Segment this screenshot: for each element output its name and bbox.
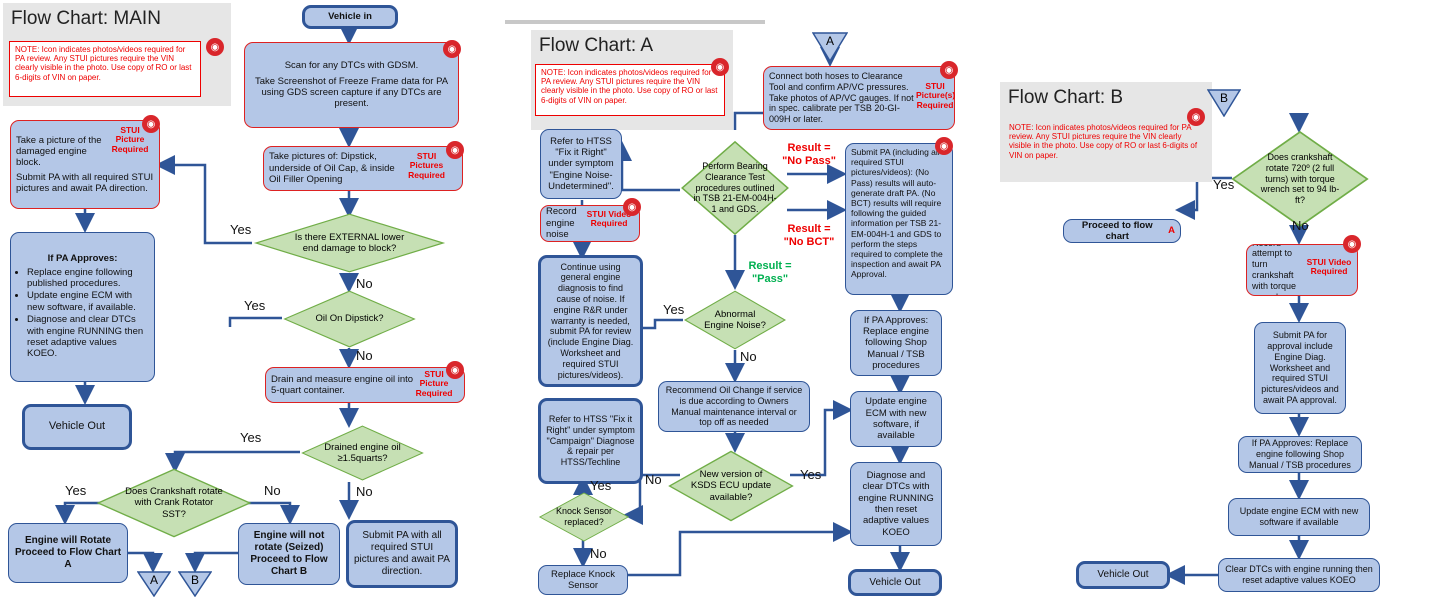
picture-block-text: Take a picture of the damaged engine blo… (16, 134, 102, 169)
replace-knock-box: Replace Knock Sensor (538, 565, 628, 595)
result-pass: Result = "Pass" (748, 260, 792, 285)
oil-change-box: Recommend Oil Change if service is due a… (658, 381, 810, 432)
decision-abnormal-noise: Abnormal Engine Noise? (683, 290, 787, 350)
proceed-a-box: Proceed to flow chart A (1063, 219, 1181, 243)
scan-box: Scan for any DTCs with GDSM. Take Screen… (244, 42, 459, 128)
stui-label: STUI Picture(s) Required (916, 81, 956, 110)
yes-label: Yes (240, 430, 262, 445)
no-label: No (356, 484, 373, 499)
yes-label: Yes (1213, 177, 1235, 192)
note-box: NOTE: Icon indicates photos/videos requi… (535, 64, 725, 116)
no-label: No (645, 472, 662, 487)
connector-a: A (136, 571, 172, 597)
submit-final-box: Submit PA with all required STUI picture… (346, 520, 458, 588)
connector-b-in: B (1206, 89, 1242, 118)
diagnose-box: Diagnose and clear DTCs with engine RUNN… (850, 462, 942, 546)
camera-icon: ◉ (711, 58, 729, 76)
decision-crank-720: Does crankshaft rotate 720º (2 full turn… (1230, 130, 1370, 228)
title-panel-b: Flow Chart: B (1000, 82, 1212, 182)
decision-oil-dipstick: Oil On Dipstick? (282, 290, 417, 348)
proceed-text: Proceed to flow chart (1081, 219, 1153, 242)
result-no-pass: Result = "No Pass" (782, 142, 836, 167)
page-title: Flow Chart: A (539, 35, 654, 56)
stui-label: STUI Pictures Required (408, 151, 445, 180)
camera-icon: ◉ (142, 115, 160, 133)
decision-external-damage: Is there EXTERNAL lower end damage to bl… (252, 213, 447, 273)
scan-text: Scan for any DTCs with GDSM. (284, 60, 419, 72)
approves-item: Update engine ECM with new software, if … (27, 290, 149, 313)
no-label: No (264, 483, 281, 498)
approves-replace-box: If PA Approves: Replace engine following… (850, 310, 942, 376)
yes-label: Yes (65, 483, 87, 498)
clear-dtcs-box: Clear DTCs with engine running then rese… (1218, 558, 1380, 592)
approves-item: Replace engine following published proce… (27, 267, 149, 290)
camera-icon: ◉ (935, 137, 953, 155)
camera-icon: ◉ (1343, 235, 1361, 253)
decision-knock-sensor: Knock Sensor replaced? (538, 492, 630, 542)
page-title: Flow Chart: MAIN (11, 8, 161, 29)
connector-b: B (177, 571, 213, 597)
no-label: No (590, 546, 607, 561)
no-label: No (1292, 218, 1309, 233)
decision-bearing-clearance: Perform Bearing Clearance Test procedure… (680, 140, 790, 236)
note-text: NOTE: Icon indicates photos/videos requi… (1009, 123, 1198, 160)
stui-label: STUI Video Required (1306, 257, 1352, 277)
result-no-bct: Result = "No BCT" (783, 223, 835, 248)
continue-diagnosis-box: Continue using general engine diagnosis … (538, 255, 643, 387)
camera-icon: ◉ (940, 61, 958, 79)
proceed-a-letter: A (1168, 225, 1175, 237)
approves-box-b: If PA Approves: Replace engine following… (1238, 436, 1362, 473)
camera-icon: ◉ (623, 198, 641, 216)
seized-box: Engine will not rotate (Seized) Proceed … (238, 523, 340, 585)
no-label: No (356, 276, 373, 291)
stui-label: STUI Picture Required (415, 369, 453, 398)
camera-icon: ◉ (206, 38, 224, 56)
connector-a-in: A (811, 32, 849, 63)
camera-icon: ◉ (443, 40, 461, 58)
vehicle-in-box: Vehicle in (302, 5, 398, 29)
screenshot-text: Take Screenshot of Freeze Frame data for… (254, 75, 449, 110)
update-ecm-box: Update engine ECM with new software, if … (850, 391, 942, 447)
yes-label: Yes (230, 222, 252, 237)
rotate-box: Engine will Rotate Proceed to Flow Chart… (8, 523, 128, 583)
approves-item: Diagnose and clear DTCs with engine RUNN… (27, 314, 149, 360)
camera-icon: ◉ (1187, 108, 1205, 126)
submit-stui-text: Submit PA with all required STUI picture… (16, 171, 154, 195)
pa-approves-box: If PA Approves: Replace engine following… (10, 232, 155, 382)
note-box: NOTE: Icon indicates photos/videos requi… (9, 41, 201, 97)
yes-label: Yes (244, 298, 266, 313)
yes-label: Yes (663, 302, 685, 317)
decision-crank-rotate: Does Crankshaft rotate with Crank Rotato… (95, 468, 253, 538)
decision-drained-oil: Drained engine oil ≥1.5quarts? (300, 425, 425, 481)
htss-noise-box: Refer to HTSS "Fix it Right" under sympt… (540, 129, 622, 199)
approves-title: If PA Approves: (47, 253, 118, 265)
submit-pa-box: Submit PA (including all required STUI p… (845, 143, 953, 295)
no-label: No (740, 349, 757, 364)
camera-icon: ◉ (446, 361, 464, 379)
stui-label: STUI Video Required (586, 209, 632, 229)
approves-list: Replace engine following published proce… (16, 267, 149, 361)
update-ecm-box-b: Update engine ECM with new software if a… (1228, 498, 1370, 536)
yes-label: Yes (590, 478, 612, 493)
dipstick-box: Take pictures of: Dipstick, underside of… (263, 146, 463, 191)
htss-campaign-box: Refer to HTSS "Fix it Right" under sympt… (538, 398, 643, 484)
picture-block-box: Take a picture of the damaged engine blo… (10, 120, 160, 209)
no-label: No (356, 348, 373, 363)
yes-label: Yes (800, 467, 822, 482)
camera-icon: ◉ (446, 141, 464, 159)
submit-approval-box: Submit PA for approval include Engine Di… (1254, 322, 1346, 414)
vehicle-out-box-b: Vehicle Out (1076, 561, 1170, 589)
vehicle-out-box: Vehicle Out (22, 404, 132, 450)
drain-box: Drain and measure engine oil into 5-quar… (265, 367, 465, 403)
record-attempt-box: Record attempt to turn crankshaft with t… (1246, 244, 1358, 296)
page-title: Flow Chart: B (1008, 87, 1124, 108)
decision-ksds-update: New version of KSDS ECU update available… (667, 450, 795, 522)
stui-label: STUI Picture Required (111, 125, 149, 154)
vehicle-out-box-a: Vehicle Out (848, 569, 942, 596)
connect-hoses-box: Connect both hoses to Clearance Tool and… (763, 66, 955, 130)
